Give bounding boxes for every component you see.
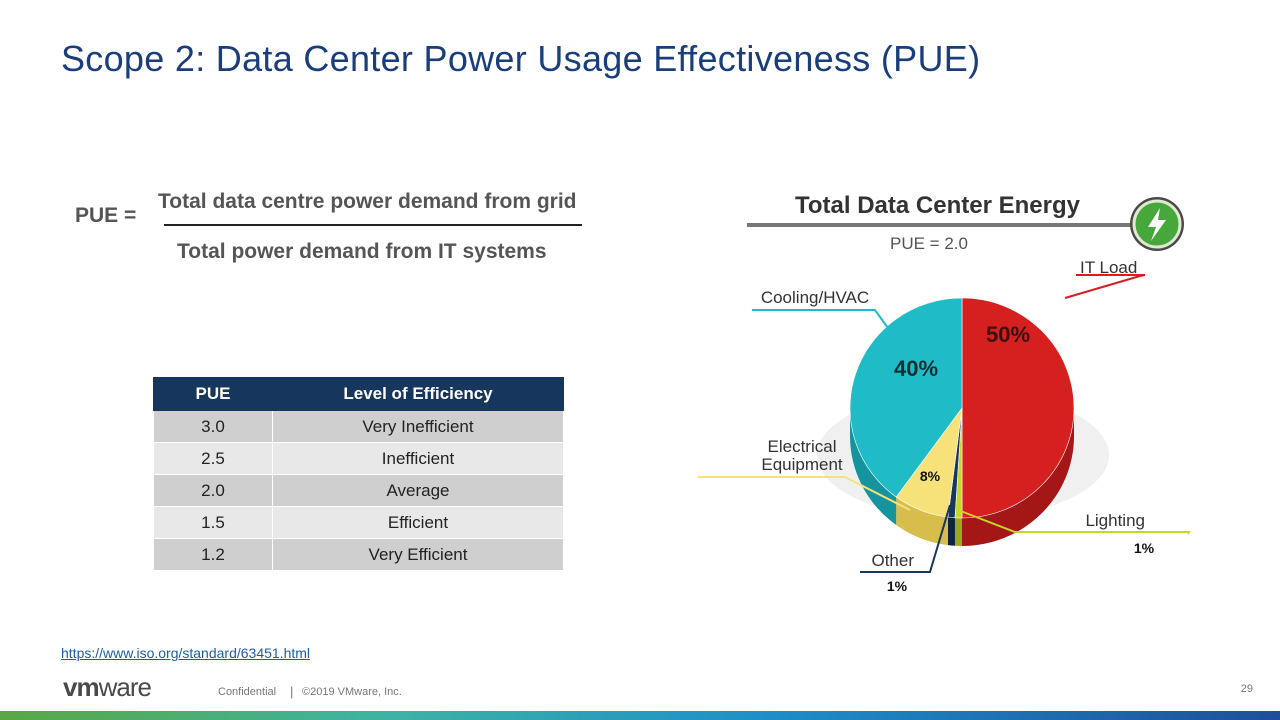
copyright-text: ©2019 VMware, Inc. xyxy=(302,686,402,698)
slice-percent-label: 50% xyxy=(986,322,1030,347)
table-cell-pue: 2.5 xyxy=(153,442,273,475)
formula-denominator: Total power demand from IT systems xyxy=(177,240,547,263)
chart-title: Total Data Center Energy xyxy=(795,192,1081,219)
table-row: 2.5 Inefficient xyxy=(153,442,564,475)
chart-subtitle: PUE = 2.0 xyxy=(890,234,968,253)
pue-pie-chart: Total Data Center Energy PUE = 2.0 IT Lo… xyxy=(698,192,1191,594)
pie-slice-side-1 xyxy=(954,517,962,546)
slice-percent-label: 8% xyxy=(920,468,941,484)
table-cell-pue: 2.0 xyxy=(153,474,273,507)
table-cell-pue: 1.5 xyxy=(153,506,273,539)
pie-slice-0 xyxy=(961,297,1075,519)
slice-name-label: IT Load xyxy=(1080,258,1137,277)
slide-title: Scope 2: Data Center Power Usage Effecti… xyxy=(61,38,981,79)
table-row: 1.2 Very Efficient xyxy=(153,538,564,571)
leader-line-1 xyxy=(957,509,1191,535)
table-cell-level: Very Inefficient xyxy=(272,410,564,443)
slice-name-label: Cooling/HVAC xyxy=(761,288,869,307)
efficiency-table: PUE Level of Efficiency 3.0 Very Ineffic… xyxy=(153,377,564,571)
bottom-gradient-bar xyxy=(0,711,1280,720)
lightning-bolt-icon xyxy=(1130,197,1184,251)
formula-numerator: Total data centre power demand from grid xyxy=(158,190,577,213)
slice-percent-label: 40% xyxy=(894,356,938,381)
table-cell-pue: 3.0 xyxy=(153,410,273,443)
footer-separator: | xyxy=(290,684,294,699)
vmware-logo: vmware xyxy=(63,672,152,702)
table-cell-pue: 1.2 xyxy=(153,538,273,571)
table-row: 1.5 Efficient xyxy=(153,506,564,539)
confidential-label: Confidential xyxy=(218,686,277,698)
pue-formula: PUE = Total data centre power demand fro… xyxy=(75,186,635,276)
source-link[interactable]: https://www.iso.org/standard/63451.html xyxy=(61,645,311,661)
page-number: 29 xyxy=(1240,683,1253,695)
table-cell-level: Efficient xyxy=(272,506,564,539)
pie-slice-4 xyxy=(849,297,963,498)
slice-percent-label: 1% xyxy=(1134,540,1155,556)
leader-line-4 xyxy=(752,309,889,329)
table-cell-level: Very Efficient xyxy=(272,538,564,571)
table-row: 3.0 Very Inefficient xyxy=(153,410,564,443)
slice-name-label: Lighting xyxy=(1085,511,1145,530)
table-cell-level: Average xyxy=(272,474,564,507)
pie-slices xyxy=(849,297,1075,546)
table-header-level: Level of Efficiency xyxy=(272,377,564,411)
leader-line-2 xyxy=(860,504,951,573)
slice-percent-label: 1% xyxy=(887,578,908,594)
leader-line-0 xyxy=(1064,274,1146,299)
formula-lhs: PUE = xyxy=(75,204,137,227)
pie-slice-side-4 xyxy=(850,408,897,525)
fraction-line xyxy=(164,224,582,226)
table-cell-level: Inefficient xyxy=(272,442,564,475)
slice-name-label: Other xyxy=(871,551,914,570)
leader-line-3 xyxy=(698,476,911,511)
pie-slice-side-2 xyxy=(947,517,955,546)
pie-slice-side-0 xyxy=(962,408,1074,546)
table-row: 2.0 Average xyxy=(153,474,564,507)
table-header-pue: PUE xyxy=(153,377,273,411)
table-header-row: PUE Level of Efficiency xyxy=(153,377,564,411)
